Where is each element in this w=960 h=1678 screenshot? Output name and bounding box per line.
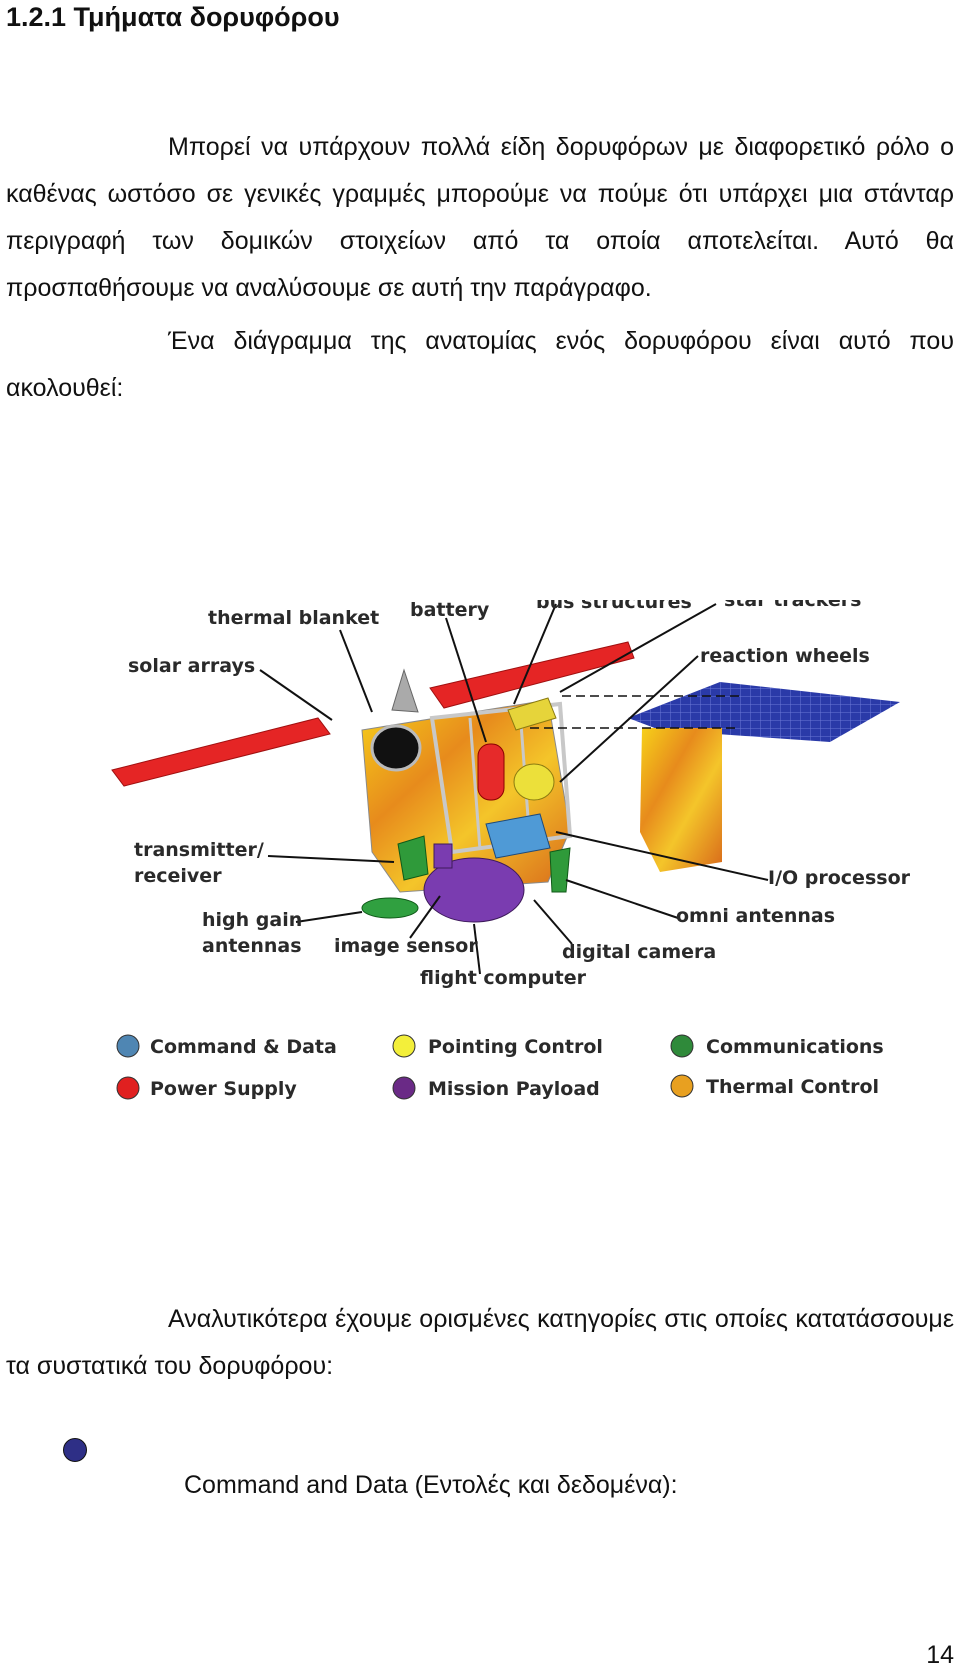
legend-dot-mission-payload bbox=[392, 1076, 416, 1100]
legend: Command & Data Pointing Control Communic… bbox=[116, 1034, 884, 1100]
label-antennas: antennas bbox=[202, 935, 302, 957]
label-solar-arrays: solar arrays bbox=[128, 655, 255, 677]
battery-shape bbox=[477, 743, 505, 801]
thermal-panel-right bbox=[640, 728, 722, 872]
black-cylinder bbox=[370, 724, 422, 772]
bullet-circle-icon bbox=[63, 1438, 87, 1462]
io-box bbox=[485, 813, 551, 859]
categories-paragraph: Αναλυτικότερα έχουμε ορισμένες κατηγορίε… bbox=[6, 1305, 954, 1380]
legend-communications: Communications bbox=[706, 1036, 884, 1058]
label-bus-structures: bus structures bbox=[536, 600, 692, 613]
payload-lens bbox=[433, 843, 453, 869]
diagram-intro-paragraph: Ένα διάγραμμα της ανατομίας ενός δορυφόρ… bbox=[6, 327, 954, 402]
label-flight-computer: flight computer bbox=[420, 967, 587, 989]
label-omni-antennas: omni antennas bbox=[676, 905, 835, 927]
legend-power-supply: Power Supply bbox=[150, 1078, 297, 1100]
label-transmitter: transmitter/ bbox=[134, 839, 264, 861]
star-tracker bbox=[391, 668, 419, 713]
legend-mission-payload: Mission Payload bbox=[428, 1078, 600, 1100]
solar-array-top bbox=[429, 641, 635, 709]
label-io-processor: I/O processor bbox=[768, 867, 911, 889]
legend-dot-command-data bbox=[116, 1034, 140, 1058]
legend-thermal-control: Thermal Control bbox=[706, 1076, 879, 1098]
legend-dot-pointing-control bbox=[392, 1034, 416, 1058]
legend-dot-communications bbox=[670, 1034, 694, 1058]
reaction-wheel bbox=[513, 763, 555, 801]
solar-array-left bbox=[111, 717, 331, 787]
transmitter-green bbox=[397, 835, 429, 881]
label-digital-camera: digital camera bbox=[562, 941, 716, 963]
payload-body bbox=[423, 857, 525, 923]
label-star-trackers: star trackers bbox=[724, 600, 861, 611]
label-high-gain: high gain bbox=[202, 909, 302, 931]
satellite-anatomy-diagram: thermal blanket battery bus structures s… bbox=[0, 600, 960, 1180]
label-image-sensor: image sensor bbox=[334, 935, 478, 957]
label-thermal-blanket: thermal blanket bbox=[208, 607, 379, 629]
legend-command-data: Command & Data bbox=[150, 1036, 337, 1058]
section-heading: 1.2.1 Τμήματα δορυφόρου bbox=[6, 2, 340, 32]
legend-dot-thermal-control bbox=[670, 1074, 694, 1098]
label-receiver: receiver bbox=[134, 865, 222, 887]
legend-dot-power-supply bbox=[116, 1076, 140, 1100]
label-battery: battery bbox=[410, 600, 490, 621]
solar-array-right bbox=[628, 682, 900, 742]
high-gain-antenna bbox=[361, 897, 419, 919]
omni-antenna-green bbox=[549, 847, 571, 893]
label-reaction-wheels: reaction wheels bbox=[700, 645, 870, 667]
intro-paragraph: Μπορεί να υπάρχουν πολλά είδη δορυφόρων … bbox=[6, 133, 954, 302]
legend-pointing-control: Pointing Control bbox=[428, 1036, 603, 1058]
bullet-command-and-data: Command and Data (Εντολές και δεδομένα): bbox=[184, 1471, 678, 1499]
yellow-box bbox=[507, 697, 557, 731]
page-number: 14 bbox=[926, 1641, 954, 1669]
